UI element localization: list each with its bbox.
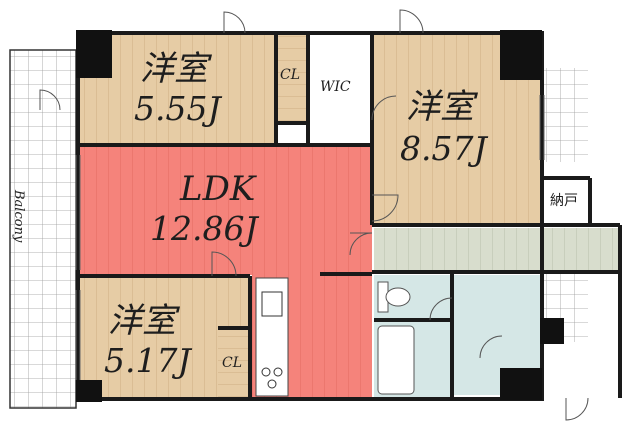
pillars [76, 30, 564, 402]
bedroom-top-left-size: 5.55J [134, 89, 221, 128]
wic-label: WIC [320, 79, 351, 95]
balcony-label: Balcony [11, 190, 26, 243]
ldk-size: 12.86J [150, 209, 258, 248]
walls [76, 31, 622, 401]
corridor [374, 228, 620, 270]
bedroom-bottom-left-size: 5.17J [104, 341, 191, 380]
closet-bottom [218, 330, 250, 398]
ldk-area [80, 147, 372, 275]
closet-bottom-label: CL [222, 355, 243, 371]
bedroom-bottom-left-name: 洋室 [108, 301, 176, 341]
bedroom-top-right-size: 8.57J [400, 129, 487, 168]
bedroom-top-left [80, 35, 276, 143]
windows [75, 95, 545, 380]
bedroom-top-right-name: 洋室 [406, 87, 474, 127]
balcony [9, 49, 77, 409]
closet-top-label: CL [280, 67, 301, 83]
ldk-name: LDK [180, 169, 256, 209]
closet-top [278, 35, 306, 123]
walk-in-closet [310, 35, 372, 143]
kitchen-counter [255, 277, 289, 397]
bedroom-top-left-name: 洋室 [140, 49, 208, 89]
nando-storage [544, 180, 588, 224]
nando-label: 納戸 [550, 193, 578, 209]
stove-icon [261, 291, 283, 389]
bathtub-icon [377, 325, 415, 395]
toilet-icon [377, 281, 411, 313]
door-swings [39, 9, 589, 421]
balcony-right [544, 68, 588, 162]
